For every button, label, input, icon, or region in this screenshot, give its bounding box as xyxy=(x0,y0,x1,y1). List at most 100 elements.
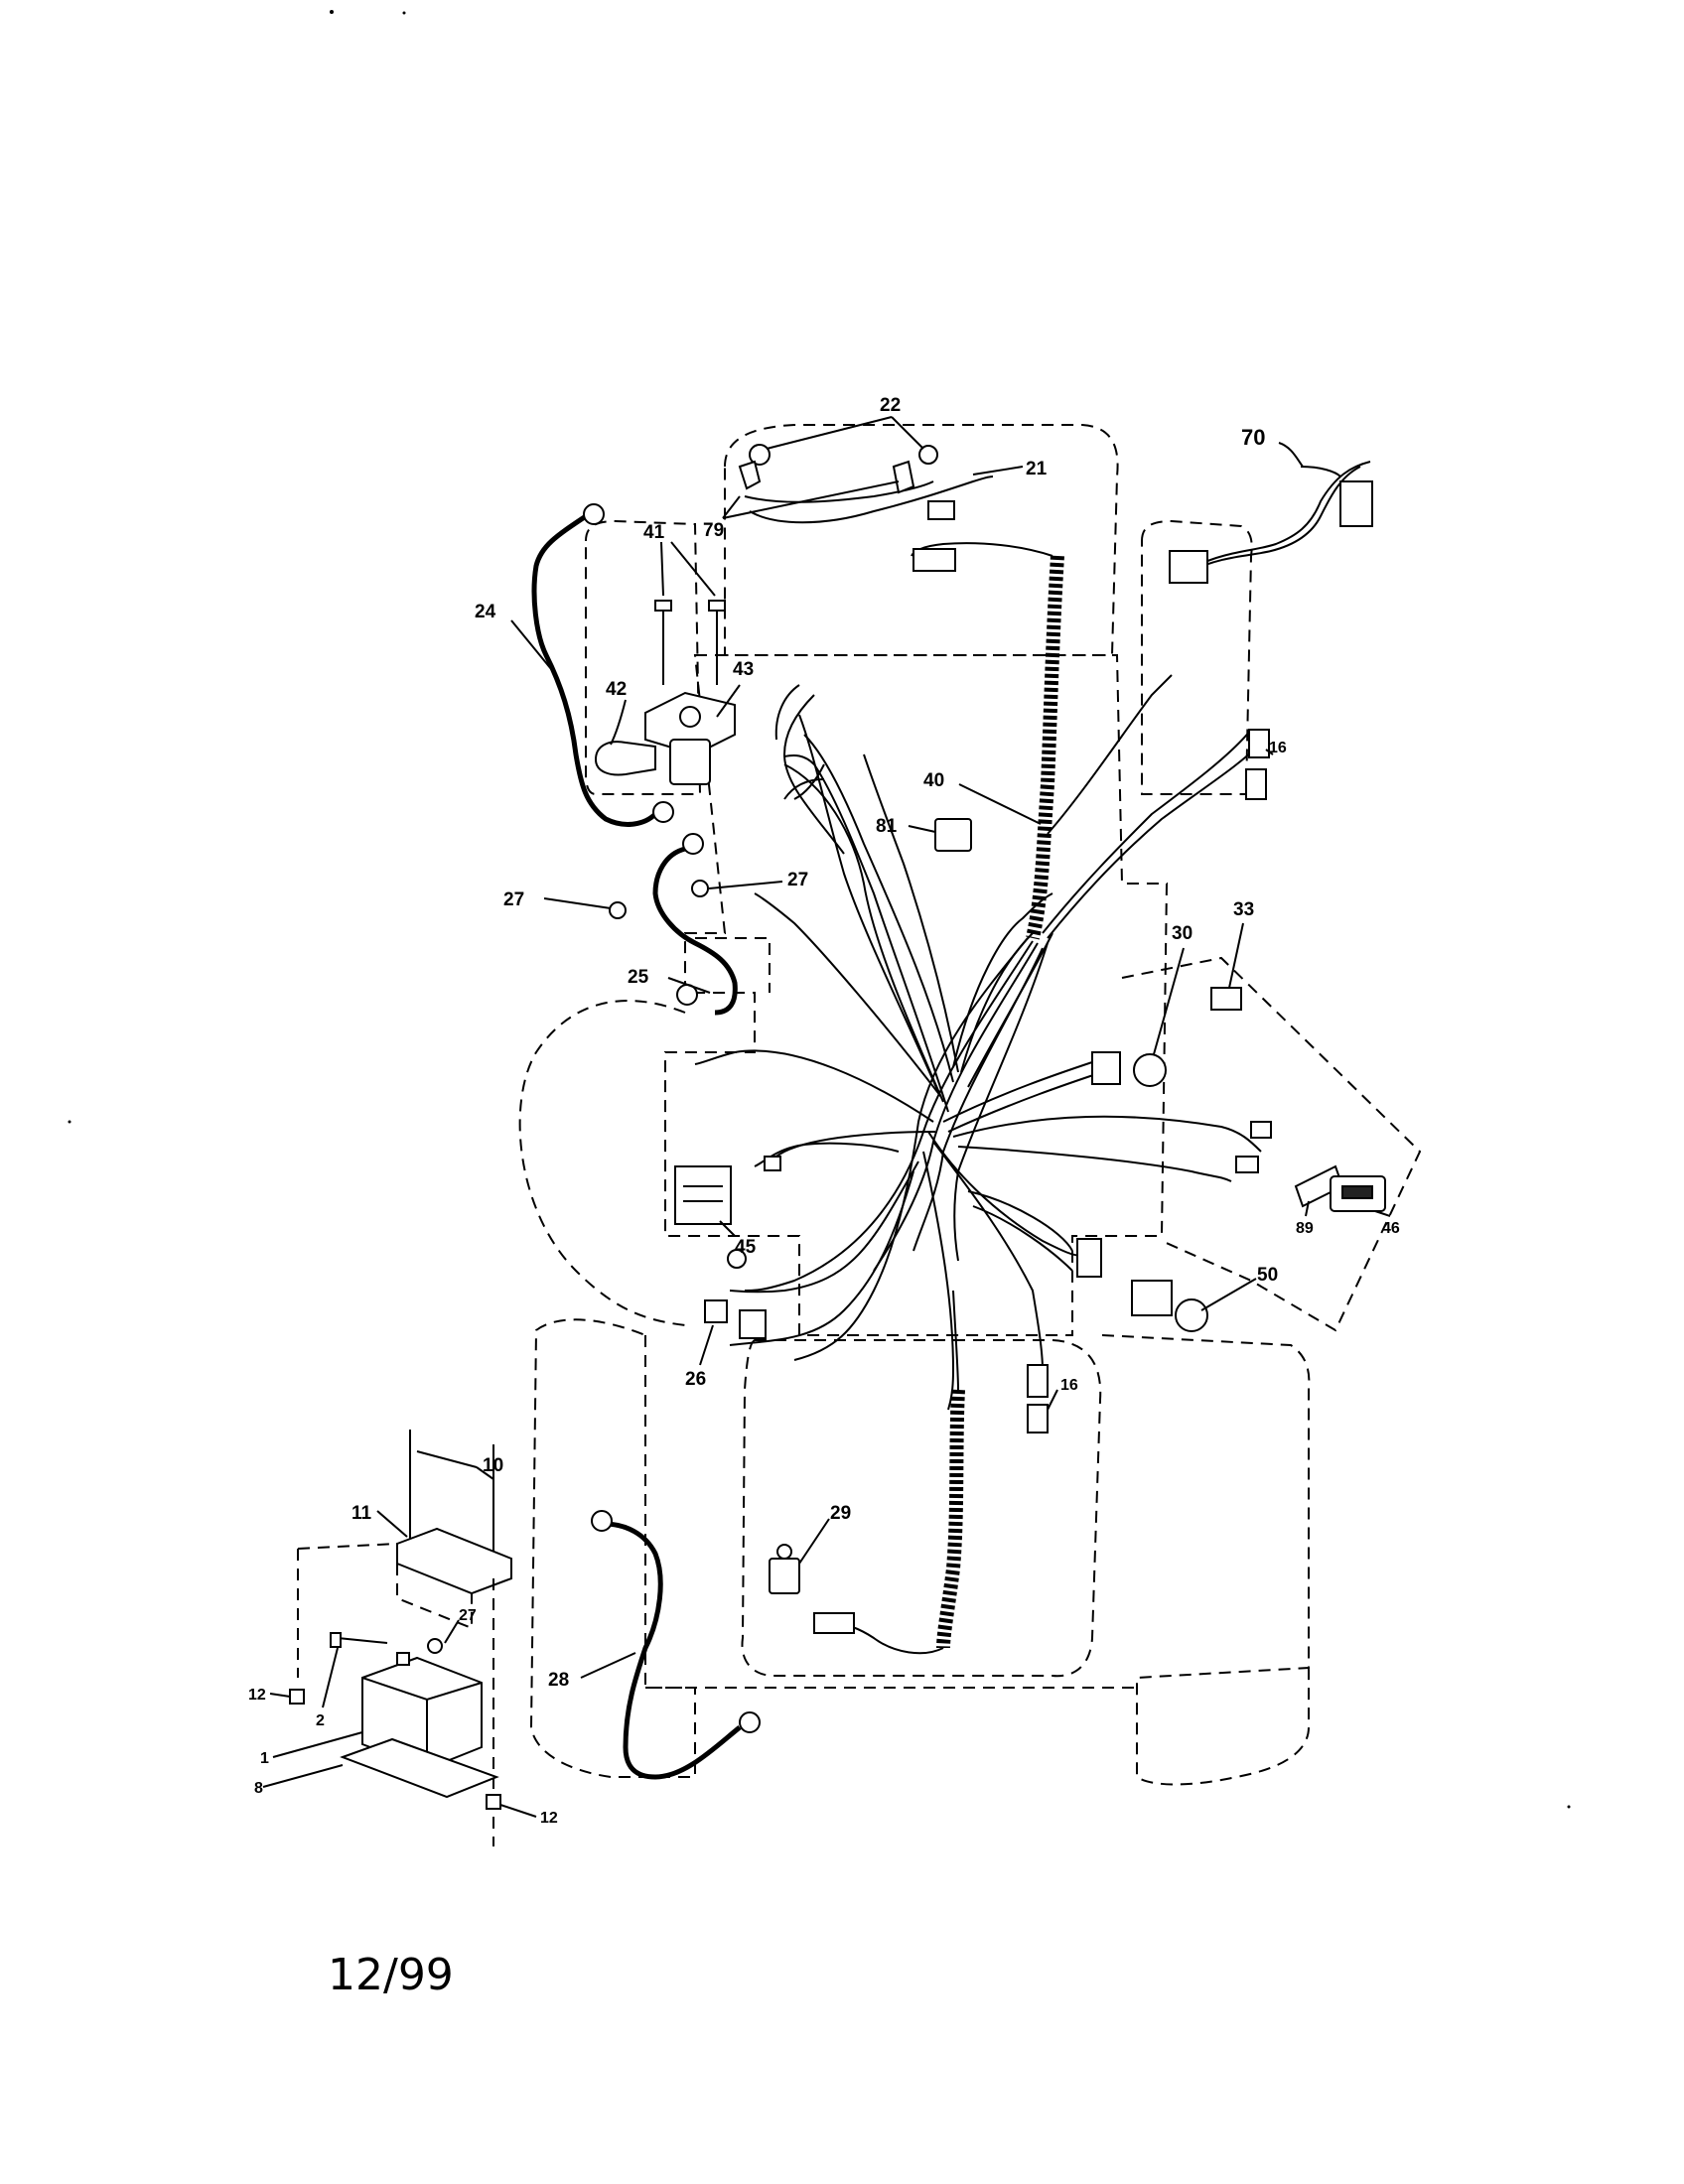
fuse-26 xyxy=(704,1299,728,1323)
cable-28-eyelet-top xyxy=(591,1510,613,1532)
solenoid-43-body xyxy=(669,739,711,785)
callout-26: 26 xyxy=(685,1369,706,1390)
callout-41: 41 xyxy=(643,522,665,543)
switch-50 xyxy=(1131,1280,1173,1316)
callout-11: 11 xyxy=(351,1503,372,1524)
connector-70-a xyxy=(1339,480,1373,527)
connector-tip-3 xyxy=(764,1156,781,1171)
eyelet-ground xyxy=(727,1249,747,1269)
lamp-socket-left xyxy=(749,444,771,466)
callout-27-left: 27 xyxy=(503,889,524,910)
screw-41-right-head xyxy=(708,600,726,612)
lamp-bracket-79-left xyxy=(738,460,762,490)
module-45-detail xyxy=(683,1185,723,1202)
battery-terminal xyxy=(396,1652,410,1666)
hour-meter-46-display xyxy=(1341,1185,1373,1199)
connector-front-1 xyxy=(1091,1051,1121,1085)
callout-40: 40 xyxy=(923,770,944,791)
connector-tip-2 xyxy=(1250,1121,1272,1139)
lamp-bracket-79-right xyxy=(892,460,915,494)
bolt-2-head xyxy=(330,1632,342,1648)
harness-21 xyxy=(749,476,994,524)
harness-70c xyxy=(1300,466,1341,478)
harness-70 xyxy=(1191,466,1361,572)
callout-46: 46 xyxy=(1382,1220,1400,1237)
cable-25-eyelet xyxy=(682,833,704,855)
battery-cable-24 xyxy=(531,513,657,827)
bolt-2 xyxy=(337,1637,388,1644)
switch-16-lower xyxy=(1027,1404,1049,1433)
main-harness xyxy=(694,684,1262,1411)
scan-speck xyxy=(1567,1805,1571,1809)
harness-loom-40 xyxy=(1026,555,1064,940)
nut-27-left xyxy=(609,901,627,919)
battery-hold-dash2 xyxy=(297,1543,398,1550)
callout-24: 24 xyxy=(475,602,496,622)
harness-loom-rear xyxy=(936,1389,965,1649)
switch-16-top xyxy=(1245,768,1267,800)
callout-79: 79 xyxy=(703,520,724,541)
harness-wire-rear xyxy=(952,1290,959,1391)
callout-33: 33 xyxy=(1233,899,1254,920)
module-45 xyxy=(674,1165,732,1225)
callout-70: 70 xyxy=(1241,425,1265,450)
connector-21 xyxy=(927,500,955,520)
connector-tip-1 xyxy=(1235,1156,1259,1173)
callout-89: 89 xyxy=(1296,1220,1314,1237)
callout-22: 22 xyxy=(880,395,901,416)
connector-29 xyxy=(813,1612,855,1634)
callout-43: 43 xyxy=(733,659,754,680)
ignition-switch-30 xyxy=(1133,1053,1167,1087)
callout-1: 1 xyxy=(260,1750,269,1767)
battery-cable-28 xyxy=(603,1521,742,1780)
switch-29-plunger xyxy=(776,1544,792,1560)
switch-29 xyxy=(769,1558,800,1594)
lamp-socket-right xyxy=(918,445,938,465)
chassis-outline xyxy=(518,424,1422,1786)
callout-28: 28 xyxy=(548,1670,569,1691)
callout-27-battery: 27 xyxy=(459,1607,477,1624)
fuse-holder xyxy=(739,1309,767,1339)
callout-45: 45 xyxy=(735,1237,757,1258)
cable-24-eyelet xyxy=(583,503,605,525)
battery-tray-8 xyxy=(340,1737,499,1799)
callout-50: 50 xyxy=(1257,1265,1278,1286)
harness-70b xyxy=(1195,461,1371,567)
callouts: 22 2 1 70 79 41 24 42 43 16 40 81 27 27 3… xyxy=(248,395,1400,1827)
nut-12-right xyxy=(486,1794,501,1810)
solenoid-43-terminal xyxy=(679,706,701,728)
harness-wire-right-top xyxy=(1047,674,1173,835)
cable-24-eyelet-low xyxy=(652,801,674,823)
leader-lines xyxy=(262,416,1391,1818)
callout-12-left: 12 xyxy=(248,1687,266,1704)
harness-wire-to-16 xyxy=(1042,729,1252,934)
callout-81: 81 xyxy=(876,816,898,837)
connector-70-b xyxy=(1169,550,1208,584)
callout-29: 29 xyxy=(830,1503,851,1524)
callout-10: 10 xyxy=(483,1455,503,1476)
callout-2: 2 xyxy=(316,1712,325,1729)
callout-25: 25 xyxy=(628,967,649,988)
harness-21b xyxy=(744,480,934,503)
callout-16-lower: 16 xyxy=(1060,1377,1078,1394)
date-code: 12/99 xyxy=(328,1950,454,2000)
callout-8: 8 xyxy=(254,1780,263,1797)
switch-33 xyxy=(1210,987,1242,1011)
switch-50-knob xyxy=(1175,1298,1208,1332)
scan-speck xyxy=(330,10,334,14)
callout-42: 42 xyxy=(606,679,627,700)
connector-16-top xyxy=(1248,729,1270,758)
callout-30: 30 xyxy=(1172,923,1193,944)
harness-wire-to-16b xyxy=(1047,742,1262,939)
boot-42 xyxy=(594,741,656,776)
battery-cable-25 xyxy=(652,846,738,1016)
connector-16-lower xyxy=(1027,1364,1049,1398)
callout-16-top: 16 xyxy=(1269,740,1287,756)
connector-top xyxy=(912,548,956,572)
callout-27-mid: 27 xyxy=(787,870,808,890)
nut-12-left xyxy=(289,1689,305,1705)
relay-81 xyxy=(934,818,972,852)
connector-right-1 xyxy=(1076,1238,1102,1278)
nut-27-battery xyxy=(427,1638,443,1654)
